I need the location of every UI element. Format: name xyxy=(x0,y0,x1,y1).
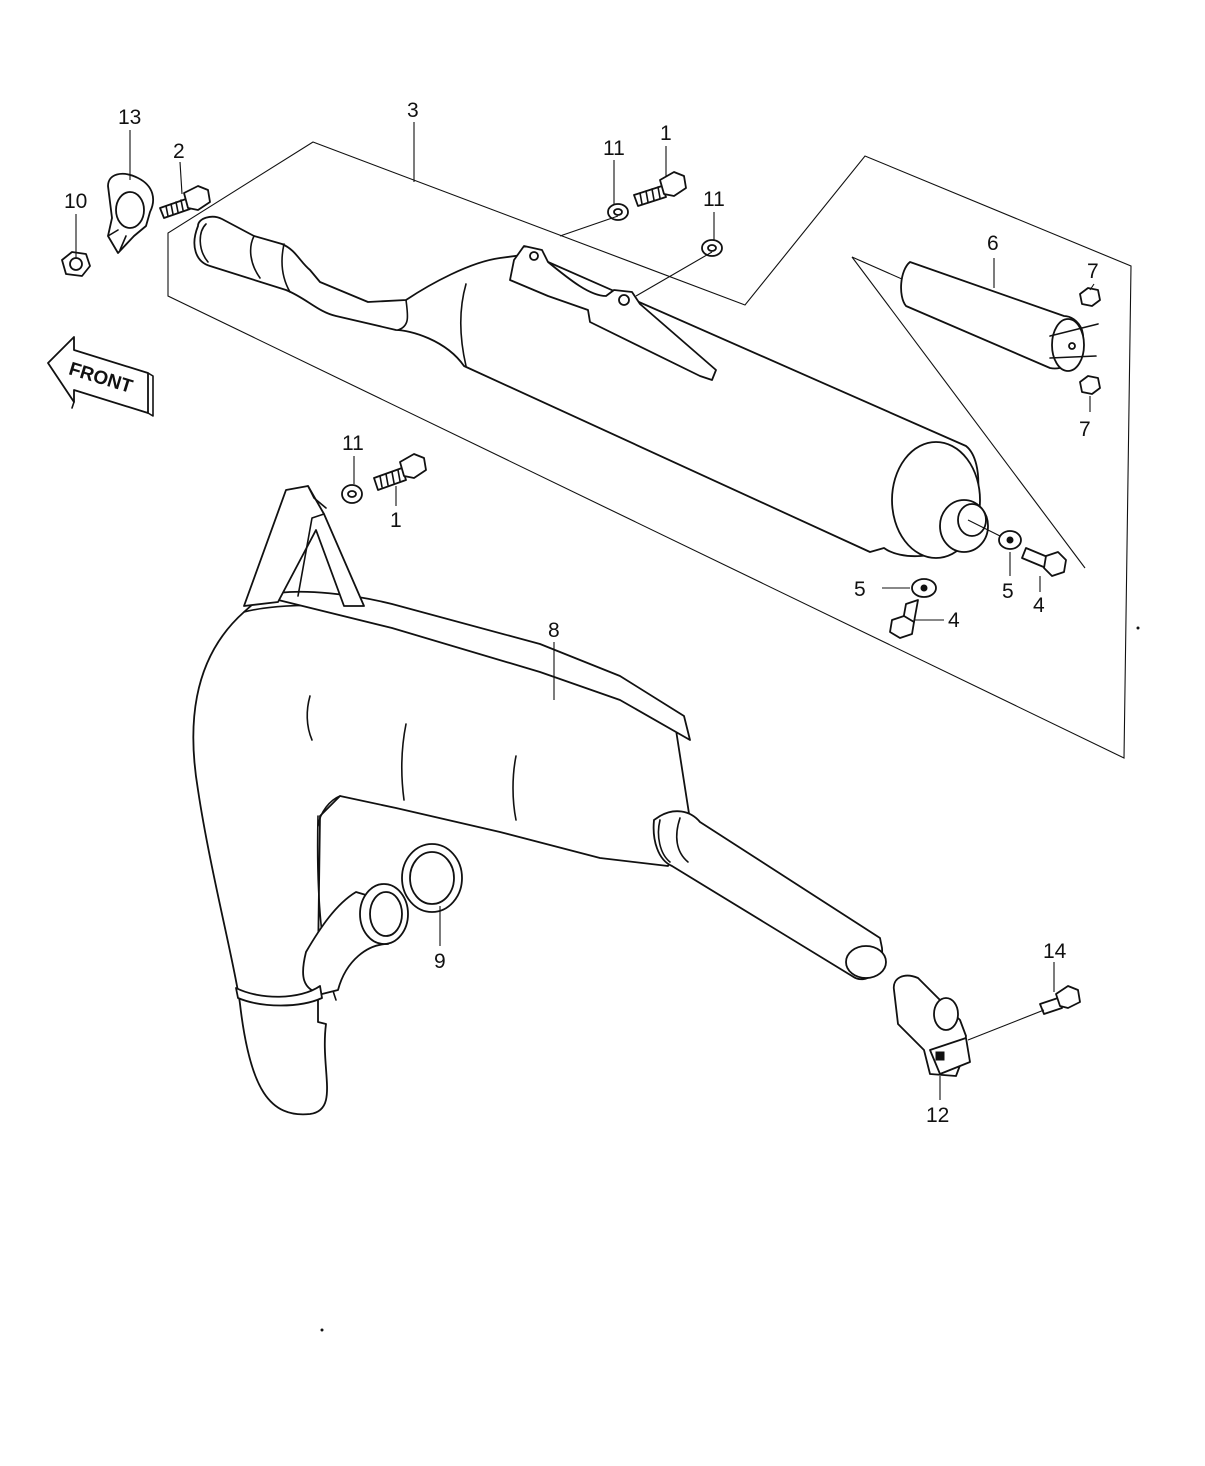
callout-14: 14 xyxy=(1043,940,1067,963)
expansion-chamber-part-8 xyxy=(192,485,887,1116)
assembly-frame-3 xyxy=(167,141,1132,759)
callout-11-a: 11 xyxy=(603,137,625,160)
callout-6: 6 xyxy=(987,232,999,255)
clamp-part-13 xyxy=(107,172,154,254)
washer-part-11-a xyxy=(607,203,629,221)
callout-5-a: 5 xyxy=(854,578,866,601)
bolt-part-14 xyxy=(1039,985,1081,1015)
front-arrow-icon: FRONT xyxy=(47,336,154,417)
muffler-part-3 xyxy=(193,215,989,559)
bolt-part-4-a xyxy=(1021,547,1067,577)
bolt-part-1-b xyxy=(373,453,427,491)
nut-part-7-b xyxy=(1079,375,1101,395)
callout-10: 10 xyxy=(64,190,87,213)
callout-2: 2 xyxy=(173,140,185,163)
callout-7-b: 7 xyxy=(1079,418,1091,441)
callout-3: 3 xyxy=(407,99,419,122)
callout-1-a: 1 xyxy=(660,122,672,145)
callout-5-b: 5 xyxy=(1002,580,1014,603)
callout-13: 13 xyxy=(118,106,141,129)
callout-labels: 13 2 10 3 11 1 11 6 7 7 11 1 5 5 4 4 8 9… xyxy=(64,99,1099,1127)
callout-11-c: 11 xyxy=(342,432,364,455)
callout-12: 12 xyxy=(926,1104,949,1127)
clamp-part-12 xyxy=(892,974,971,1077)
bolt-part-2 xyxy=(159,185,211,219)
washer-part-5-a xyxy=(998,530,1022,550)
callout-8: 8 xyxy=(548,619,560,642)
callout-4-a: 4 xyxy=(1033,594,1045,617)
washer-part-11-c xyxy=(341,484,363,504)
leader-lines xyxy=(75,122,1095,1100)
callout-4-b: 4 xyxy=(948,609,960,632)
callout-1-b: 1 xyxy=(390,509,402,532)
callout-11-b: 11 xyxy=(703,188,725,211)
speck-marks xyxy=(320,626,1140,1332)
bolt-part-1-a xyxy=(633,171,687,207)
callout-9: 9 xyxy=(434,950,446,973)
nut-part-7-a xyxy=(1079,287,1101,307)
washer-part-11-b xyxy=(701,239,723,257)
gasket-part-9 xyxy=(401,843,463,913)
washer-part-5-b xyxy=(911,578,937,598)
bolt-part-4-b xyxy=(889,599,919,639)
silencer-insert-part-6 xyxy=(900,261,1099,372)
callout-7-a: 7 xyxy=(1087,260,1099,283)
